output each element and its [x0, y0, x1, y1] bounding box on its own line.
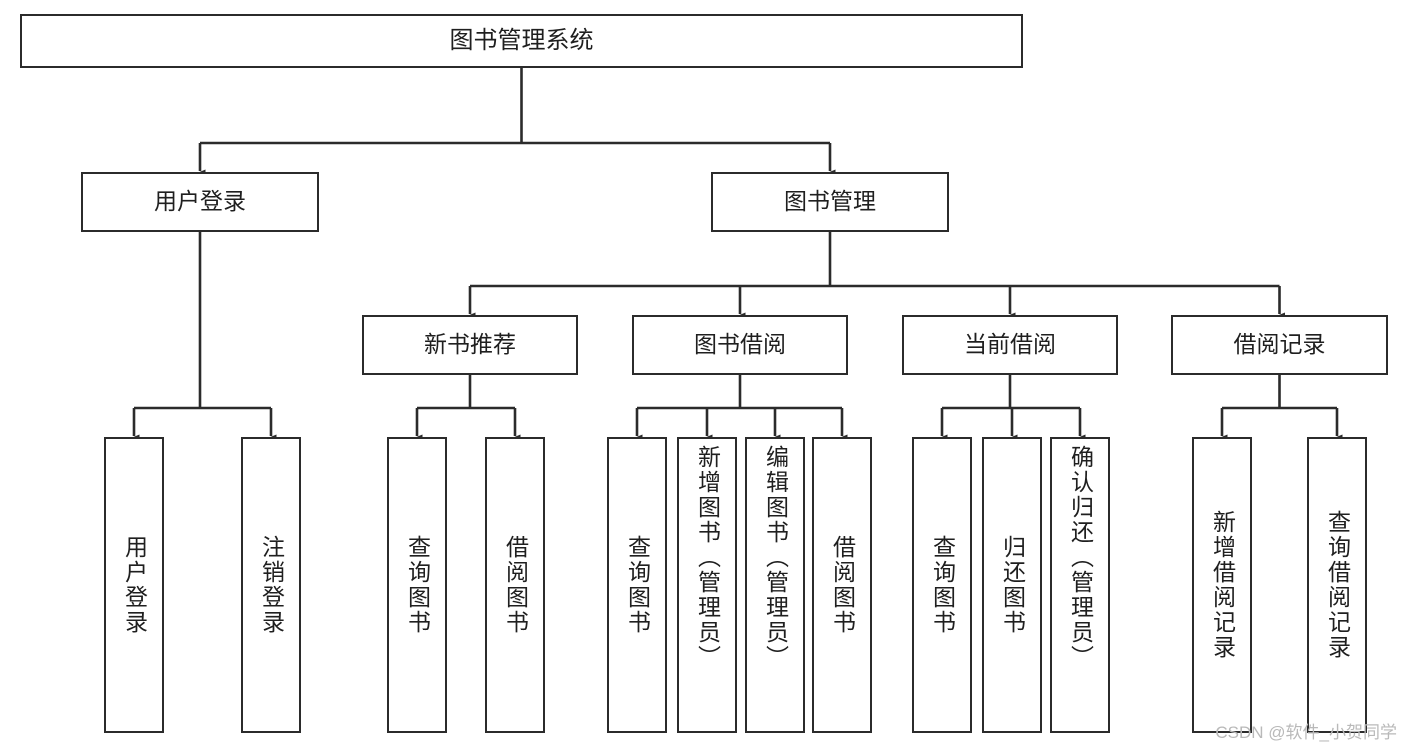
node-root[interactable]: 图书管理系统 [20, 14, 1023, 68]
node-label: 图书管理系统 [449, 26, 594, 54]
node-label: 用户登录 [154, 188, 246, 215]
node-current-borrow[interactable]: 当前借阅 [902, 315, 1118, 375]
node-leaf-borrow-book-recommend[interactable]: 借阅图书 [485, 437, 545, 733]
node-book-management[interactable]: 图书管理 [711, 172, 949, 232]
node-leaf-borrow-book[interactable]: 借阅图书 [812, 437, 872, 733]
node-new-book-recommend[interactable]: 新书推荐 [362, 315, 578, 375]
node-leaf-query-book-recommend[interactable]: 查询图书 [387, 437, 447, 733]
node-label: 查询图书 [404, 535, 431, 635]
node-leaf-add-book-admin[interactable]: 新增图书（管理员） [677, 437, 737, 733]
node-label: 借阅图书 [829, 535, 856, 635]
node-label: 注销登录 [258, 535, 285, 635]
node-label: 查询图书 [624, 535, 651, 635]
watermark-text: CSDN @软件_小贺同学 [1215, 723, 1397, 742]
node-label: 图书借阅 [694, 331, 786, 358]
node-leaf-query-book[interactable]: 查询图书 [607, 437, 667, 733]
node-leaf-add-borrow-record[interactable]: 新增借阅记录 [1192, 437, 1252, 733]
node-borrow-records[interactable]: 借阅记录 [1171, 315, 1388, 375]
node-label: 新增借阅记录 [1209, 510, 1236, 660]
node-label: 当前借阅 [964, 331, 1056, 358]
node-label: 新增图书（管理员） [694, 445, 721, 670]
node-label: 查询图书 [929, 535, 956, 635]
node-label: 借阅记录 [1233, 331, 1326, 358]
node-leaf-query-current-book[interactable]: 查询图书 [912, 437, 972, 733]
node-label: 图书管理 [784, 188, 876, 215]
node-label: 借阅图书 [502, 535, 529, 635]
node-book-borrow[interactable]: 图书借阅 [632, 315, 848, 375]
node-leaf-query-borrow-record[interactable]: 查询借阅记录 [1307, 437, 1367, 733]
node-label: 编辑图书（管理员） [762, 445, 789, 670]
node-leaf-confirm-return-admin[interactable]: 确认归还（管理员） [1050, 437, 1110, 733]
node-leaf-logout[interactable]: 注销登录 [241, 437, 301, 733]
node-label: 归还图书 [999, 535, 1026, 635]
node-user-login[interactable]: 用户登录 [81, 172, 319, 232]
node-label: 查询借阅记录 [1324, 510, 1351, 660]
node-label: 用户登录 [121, 535, 148, 635]
node-leaf-return-book[interactable]: 归还图书 [982, 437, 1042, 733]
node-label: 新书推荐 [424, 331, 516, 358]
node-label: 确认归还（管理员） [1067, 445, 1094, 670]
node-leaf-user-login[interactable]: 用户登录 [104, 437, 164, 733]
node-leaf-edit-book-admin[interactable]: 编辑图书（管理员） [745, 437, 805, 733]
